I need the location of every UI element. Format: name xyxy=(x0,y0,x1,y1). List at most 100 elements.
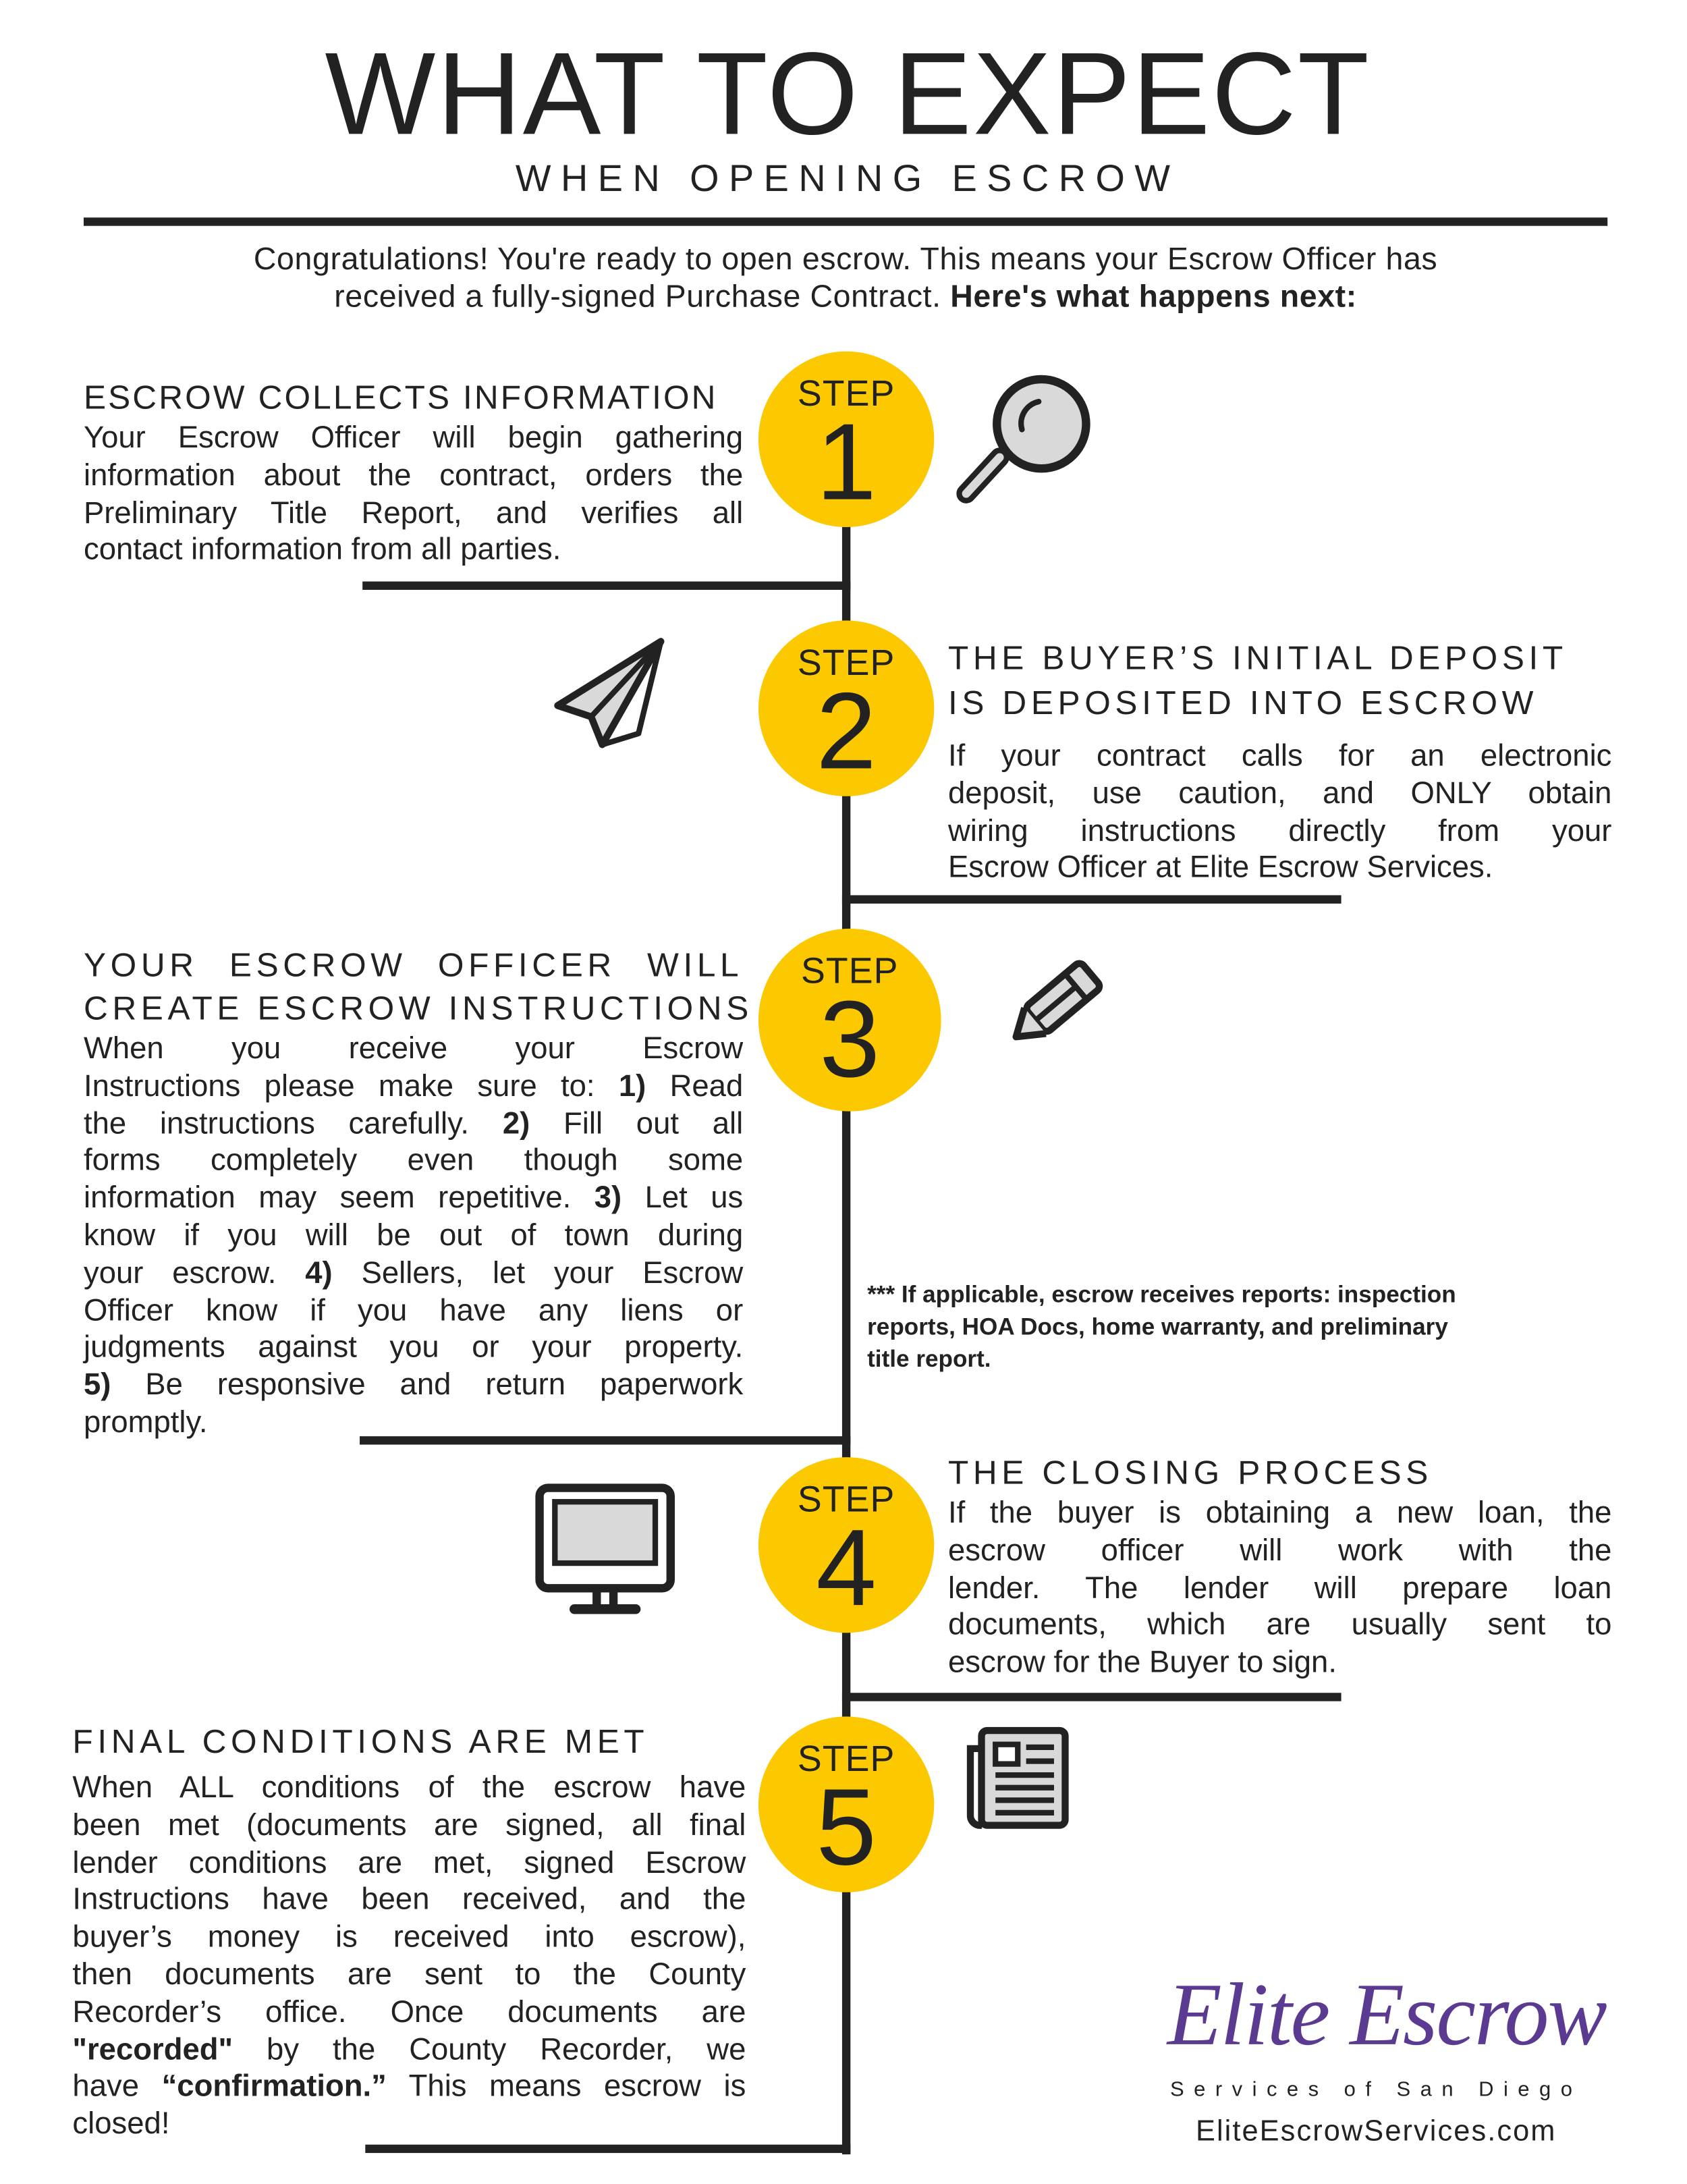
step-label: STEP xyxy=(797,1478,895,1521)
heading-line: CREATE ESCROW INSTRUCTIONS xyxy=(83,989,753,1028)
step-number: 2 xyxy=(816,669,877,792)
note-line: *** If applicable, escrow receives repor… xyxy=(867,1281,1456,1309)
page-subtitle: WHEN OPENING ESCROW xyxy=(515,157,1180,200)
emphasis: "recorded" xyxy=(72,2031,233,2067)
header-divider xyxy=(83,217,1608,226)
body-line: lender. The lender will prepare loan xyxy=(947,1569,1612,1605)
body-line: If the buyer is obtaining a new loan, th… xyxy=(947,1494,1612,1530)
body-line: closed! xyxy=(72,2106,170,2141)
paper-plane-icon xyxy=(554,638,665,748)
body-line: promptly. xyxy=(83,1404,208,1440)
heading-line: THE BUYER’S INITIAL DEPOSIT xyxy=(947,640,1568,678)
step-2-body: If your contract calls for an electronic… xyxy=(948,738,1611,887)
emphasis: 5) xyxy=(83,1367,111,1402)
emphasis: 4) xyxy=(305,1255,333,1290)
page-title: WHAT TO EXPECT xyxy=(325,28,1371,159)
elite-escrow-logo: Elite Escrow xyxy=(1167,1965,1607,2064)
intro-emphasis: Here's what happens next: xyxy=(950,279,1357,314)
heading-line: FINAL CONDITIONS ARE MET xyxy=(72,1723,649,1762)
step-4-content: THE CLOSING PROCESS If the buyer is obta… xyxy=(948,1452,1611,1682)
body-line: forms completely even though some xyxy=(83,1142,744,1178)
body-line: the instructions carefully. 2) Fill out … xyxy=(83,1105,744,1141)
step-2-bar xyxy=(841,895,1342,904)
body-line: deposit, use caution, and ONLY obtain xyxy=(947,775,1612,810)
body-line: "recorded" by the County Recorder, we xyxy=(72,2031,746,2067)
body-line: buyer’s money is received into escrow), xyxy=(72,1919,746,1954)
reports-note: *** If applicable, escrow receives repor… xyxy=(867,1279,1606,1375)
step-number: 4 xyxy=(816,1506,877,1629)
emphasis: 2) xyxy=(502,1105,530,1141)
body-line: escrow for the Buyer to sign. xyxy=(947,1644,1337,1679)
website-link[interactable]: EliteEscrowServices.com xyxy=(1195,2115,1557,2148)
body-line: Instructions have been received, and the xyxy=(72,1881,746,1917)
body-line: information may seem repetitive. 3) Let … xyxy=(83,1180,744,1215)
magnifying-glass-icon xyxy=(956,375,1090,503)
body-line: judgments against you or your property. xyxy=(83,1329,744,1365)
emphasis: “confirmation.” xyxy=(161,2068,387,2104)
body-line: When you receive your Escrow xyxy=(83,1030,744,1066)
body-line: 5) Be responsive and return paperwork xyxy=(83,1367,744,1402)
step-4-bar xyxy=(841,1693,1342,1701)
body-line: Instructions please make sure to: 1) Rea… xyxy=(83,1068,744,1103)
heading-line: THE CLOSING PROCESS xyxy=(947,1454,1433,1492)
step-5-heading: FINAL CONDITIONS ARE MET xyxy=(72,1721,746,1764)
step-5-bar xyxy=(365,2144,851,2154)
body-line: know if you will be out of town during xyxy=(83,1217,744,1253)
emphasis: 1) xyxy=(618,1068,646,1103)
heading-line: ESCROW COLLECTS INFORMATION xyxy=(83,379,718,417)
step-1-bar xyxy=(362,581,851,590)
body-line: Preliminary Title Report, and verifies a… xyxy=(83,494,744,530)
body-line: lender conditions are met, signed Escrow xyxy=(72,1844,746,1880)
step-1-heading: ESCROW COLLECTS INFORMATION xyxy=(84,377,743,420)
step-label: STEP xyxy=(797,1737,895,1780)
body-line: your escrow. 4) Sellers, let your Escrow xyxy=(83,1255,744,1290)
step-label: STEP xyxy=(797,372,895,414)
step-number: 3 xyxy=(819,977,881,1101)
body-line: Your Escrow Officer will begin gathering xyxy=(83,419,744,455)
body-line: contact information from all parties. xyxy=(83,531,561,567)
step-3-bar xyxy=(360,1436,851,1445)
newspaper-icon xyxy=(966,1726,1069,1829)
step-5-content: FINAL CONDITIONS ARE MET When ALL condit… xyxy=(72,1721,746,2144)
step-1-content: ESCROW COLLECTS INFORMATION Your Escrow … xyxy=(84,377,743,570)
emphasis: 3) xyxy=(594,1180,622,1215)
step-4-heading: THE CLOSING PROCESS xyxy=(948,1452,1611,1495)
body-line: then documents are sent to the County xyxy=(72,1956,746,1992)
heading-line: YOUR ESCROW OFFICER WILL xyxy=(83,946,744,985)
intro-line-2-text: received a fully-signed Purchase Contrac… xyxy=(334,279,951,314)
step-4-body: If the buyer is obtaining a new loan, th… xyxy=(948,1495,1611,1682)
intro-line-2: received a fully-signed Purchase Contrac… xyxy=(84,277,1607,315)
body-line: information about the contract, orders t… xyxy=(83,457,744,492)
body-line: When ALL conditions of the escrow have xyxy=(72,1769,746,1805)
step-1-body: Your Escrow Officer will begin gathering… xyxy=(84,420,743,569)
note-line: reports, HOA Docs, home warranty, and pr… xyxy=(867,1313,1448,1340)
intro-text: Congratulations! You're ready to open es… xyxy=(84,240,1607,315)
body-line: Recorder’s office. Once documents are xyxy=(72,1994,746,2029)
step-number: 1 xyxy=(816,400,877,523)
body-line: escrow officer will work with the xyxy=(947,1532,1612,1567)
body-line: Officer know if you have any liens or xyxy=(83,1292,744,1328)
step-3-content: YOUR ESCROW OFFICER WILL CREATE ESCROW IN… xyxy=(83,944,753,1442)
monitor-icon xyxy=(535,1483,675,1614)
body-line: If your contract calls for an electronic xyxy=(947,737,1612,773)
step-label: STEP xyxy=(797,641,895,684)
body-line: been met (documents are signed, all fina… xyxy=(72,1807,746,1842)
step-label: STEP xyxy=(801,950,899,991)
body-line: Escrow Officer at Elite Escrow Services. xyxy=(947,850,1493,885)
step-3-heading: YOUR ESCROW OFFICER WILL CREATE ESCROW IN… xyxy=(83,944,753,1031)
body-line: have “confirmation.” This means escrow i… xyxy=(72,2068,746,2104)
intro-line-1: Congratulations! You're ready to open es… xyxy=(253,241,1438,277)
logo-tagline: Services of San Diego xyxy=(1170,2077,1582,2102)
note-line: title report. xyxy=(867,1345,991,1373)
step-number: 5 xyxy=(816,1765,877,1888)
